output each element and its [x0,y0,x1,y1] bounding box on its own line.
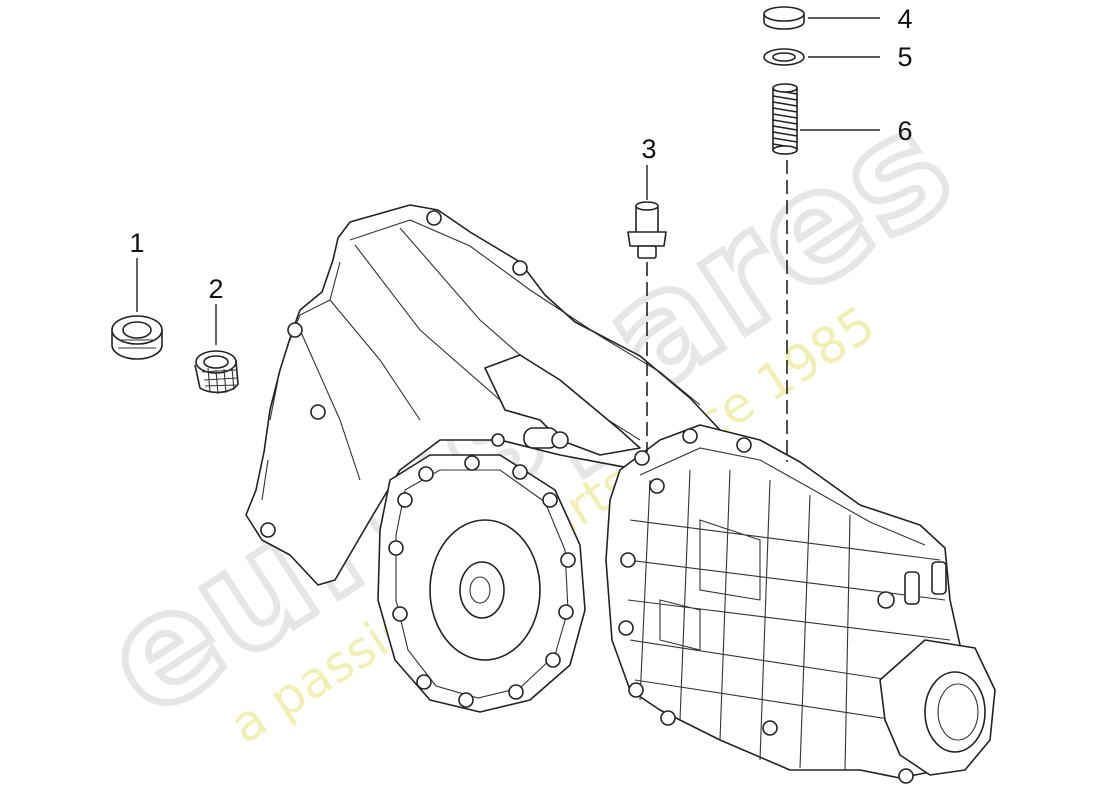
gearbox-ribs [627,469,961,771]
part-1-bearing[interactable] [111,315,163,360]
transmission-housing [245,204,996,784]
part-labels: 1 2 3 4 5 6 [129,4,912,304]
differential-side-cover [377,454,586,713]
part-number-2: 2 [208,274,223,304]
part-number-3: 3 [641,134,656,164]
gearbox-case-bolts [618,428,914,784]
part-2-needle-bearing[interactable] [194,350,239,395]
bracket-bolt [551,431,569,449]
part-6-spring[interactable] [772,83,798,155]
part-3-plug[interactable] [627,201,667,259]
output-flange [924,671,986,753]
gearbox-main-case [605,424,996,784]
part-number-4: 4 [897,4,912,34]
part-number-1: 1 [129,228,144,258]
bell-housing-inner-rim [261,219,701,501]
side-cover-bolts [388,455,576,708]
mounting-bracket [484,354,641,456]
shift-studs [877,561,947,609]
part-5-washer[interactable] [763,48,805,66]
part-number-5: 5 [897,42,912,72]
part-4-cap[interactable] [763,6,805,30]
part-number-6: 6 [897,116,912,146]
